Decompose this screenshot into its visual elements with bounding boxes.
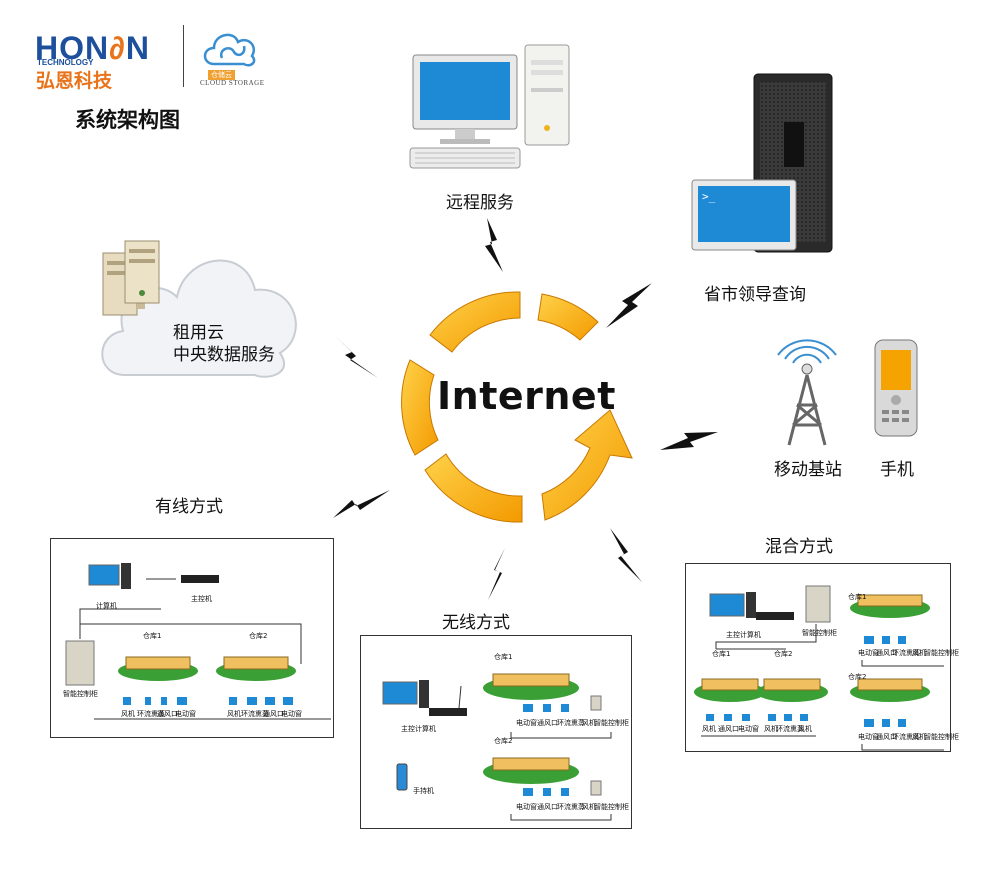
lightning-icon <box>332 218 718 600</box>
hybrid-device-label: 风机 <box>912 733 926 741</box>
wireless-device-label: 电动窗 <box>516 803 537 811</box>
wired-warehouse-2-label: 仓库2 <box>249 632 268 640</box>
hybrid-device-label: 风机 <box>764 725 778 733</box>
hybrid-cabinet-label: 智能控制柜 <box>802 629 837 637</box>
hybrid-device-label: 环流熏蒸 <box>776 725 804 733</box>
wireless-warehouse-1-label: 仓库1 <box>494 653 513 661</box>
cloud-label-line1: 租用云 <box>173 323 224 343</box>
wireless-device-label: 风机 <box>582 803 596 811</box>
hybrid-device-label: 环流熏蒸 <box>892 649 920 657</box>
wired-device-label: 风机 <box>121 710 135 718</box>
hybrid-device-label: 电动窗 <box>858 733 879 741</box>
hybrid-device-label: 智能控制柜 <box>924 733 959 741</box>
wired-mode-panel: 计算机 主控机 智能控制柜 仓库1 仓库2 风机 环流熏蒸 通风口 电动窗 风机… <box>50 538 334 738</box>
hybrid-warehouse-4-label: 仓库2 <box>848 673 867 681</box>
wired-device-label: 通风口 <box>263 710 284 718</box>
warehouse-4-icon <box>850 678 930 702</box>
warehouse-3-icon <box>850 594 930 618</box>
cloud-brand-text: 仓储云 <box>208 70 235 80</box>
wired-mode-title: 有线方式 <box>155 497 223 517</box>
internet-ring-icon <box>401 291 633 523</box>
wireless-device-label: 智能控制柜 <box>594 719 629 727</box>
wireless-device-label: 通风口 <box>537 803 558 811</box>
hybrid-device-label: 通风口 <box>718 725 739 733</box>
wireless-device-label: 电动窗 <box>516 719 537 727</box>
logo-technology-text: TECHNOLOGY <box>37 58 94 67</box>
warehouse-1-icon <box>118 656 198 681</box>
wireless-mode-title: 无线方式 <box>442 613 510 633</box>
hybrid-device-label: 风机 <box>798 725 812 733</box>
wired-device-label: 电动窗 <box>281 710 302 718</box>
leader-query-label: 省市领导查询 <box>704 285 806 305</box>
hybrid-warehouse-2-label: 仓库2 <box>774 650 793 658</box>
hybrid-device-label: 环流熏蒸 <box>892 733 920 741</box>
hybrid-mode-title: 混合方式 <box>765 537 833 557</box>
base-station-label: 移动基站 <box>774 460 842 480</box>
page-title: 系统架构图 <box>75 108 180 132</box>
cloud-storage-logo-icon <box>203 33 256 67</box>
logo-brand-text: HON∂N <box>35 30 151 66</box>
cloud-server-icon <box>101 240 297 378</box>
warehouse-1-icon <box>483 673 579 700</box>
wired-warehouse-1-label: 仓库1 <box>143 632 162 640</box>
wireless-device-label: 环流熏蒸 <box>557 803 585 811</box>
wired-master-label: 主控机 <box>191 595 212 603</box>
hybrid-warehouse-1-label: 仓库1 <box>712 650 731 658</box>
warehouse-2-icon <box>756 678 828 702</box>
wired-cabinet-label: 智能控制柜 <box>63 690 98 698</box>
hybrid-device-label: 风机 <box>912 649 926 657</box>
hybrid-diagram <box>694 585 944 751</box>
mobile-phone-label: 手机 <box>880 460 914 480</box>
wireless-device-label: 通风口 <box>537 719 558 727</box>
internet-label: Internet <box>437 374 616 418</box>
wired-device-label: 通风口 <box>157 710 178 718</box>
leader-query-workstation-icon: >_ <box>691 73 833 253</box>
hybrid-device-label: 电动窗 <box>858 649 879 657</box>
warehouse-2-icon <box>216 656 296 681</box>
warehouse-2-icon <box>483 757 579 784</box>
wired-device-label: 风机 <box>227 710 241 718</box>
wired-computer-label: 计算机 <box>96 602 117 610</box>
hybrid-device-label: 风机 <box>702 725 716 733</box>
warehouse-1-icon <box>694 678 766 702</box>
wired-diagram <box>65 563 331 720</box>
wireless-master-label: 主控计算机 <box>401 725 436 733</box>
hybrid-device-label: 电动窗 <box>738 725 759 733</box>
base-station-tower-icon <box>777 339 837 446</box>
cloud-brand-subtitle: CLOUD STORAGE <box>200 79 265 87</box>
hybrid-mode-panel: 主控计算机 智能控制柜 仓库1 仓库2 仓库1 仓库2 风机 通风口 电动窗 风… <box>685 563 959 752</box>
wired-device-label: 环流熏蒸 <box>241 710 269 718</box>
wireless-warehouse-2-label: 仓库2 <box>494 737 513 745</box>
remote-service-label: 远程服务 <box>446 193 514 213</box>
wireless-mode-panel: 主控计算机 手持机 仓库1 仓库2 电动窗 通风口 环流熏蒸 风机 智能控制柜 … <box>360 635 632 829</box>
wireless-device-label: 智能控制柜 <box>594 803 629 811</box>
wireless-device-label: 环流熏蒸 <box>557 719 585 727</box>
svg-text:>_: >_ <box>702 190 716 203</box>
hybrid-device-label: 智能控制柜 <box>924 649 959 657</box>
cloud-label-line2: 中央数据服务 <box>173 345 275 365</box>
remote-desktop-icon <box>409 44 570 169</box>
hybrid-master-label: 主控计算机 <box>726 631 761 639</box>
hybrid-device-label: 通风口 <box>876 649 897 657</box>
hybrid-device-label: 通风口 <box>876 733 897 741</box>
logo-separator <box>183 25 184 87</box>
wired-device-label: 电动窗 <box>175 710 196 718</box>
wireless-handheld-label: 手持机 <box>413 787 434 795</box>
logo-chinese-text: 弘恩科技 <box>36 70 113 92</box>
wireless-diagram <box>382 673 612 821</box>
wired-device-label: 环流熏蒸 <box>137 710 165 718</box>
hybrid-warehouse-3-label: 仓库1 <box>848 593 867 601</box>
mobile-phone-icon <box>874 339 918 437</box>
wireless-device-label: 风机 <box>582 719 596 727</box>
